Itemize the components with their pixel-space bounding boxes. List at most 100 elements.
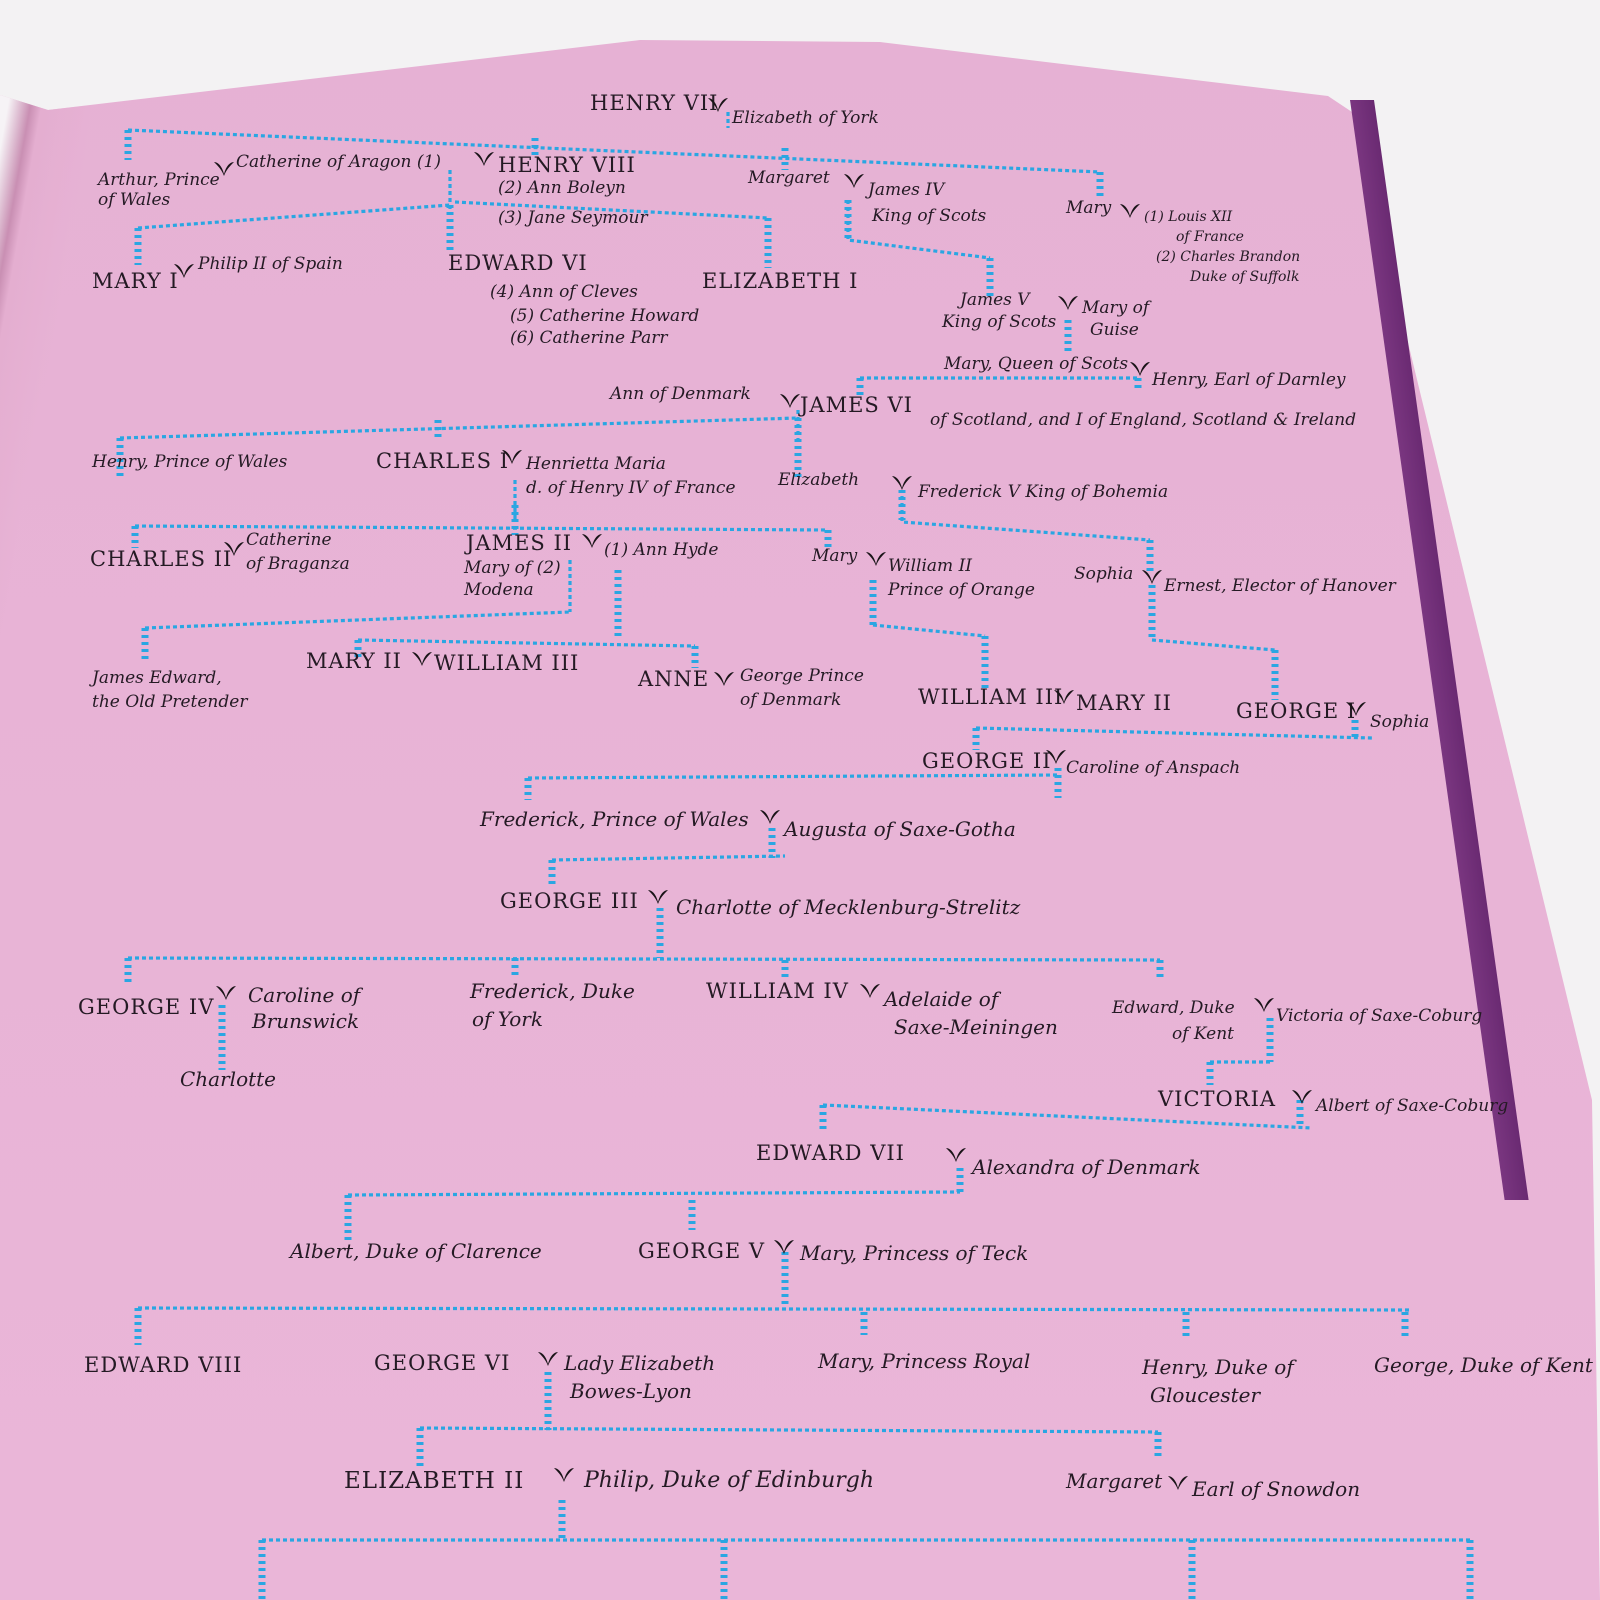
person-george-prince-of-denmark-line2: of Denmark bbox=[740, 690, 842, 710]
person-augusta-of-saxe-gotha: Augusta of Saxe-Gotha bbox=[784, 817, 1016, 841]
person-caroline-of-brunswick-line2: Brunswick bbox=[252, 1009, 360, 1033]
husband-louis-xii-line2: of France bbox=[1176, 229, 1244, 245]
marriage-icon bbox=[860, 984, 880, 998]
person-victoria-of-saxe-coburg: Victoria of Saxe-Coburg bbox=[1276, 1006, 1483, 1026]
marriage-icon bbox=[866, 552, 886, 566]
marriage-icon bbox=[1292, 1090, 1312, 1104]
marriage-icon bbox=[1254, 998, 1274, 1012]
marriage-icon bbox=[1054, 690, 1074, 704]
person-alexandra-of-denmark: Alexandra of Denmark bbox=[972, 1155, 1201, 1179]
person-henry-viii: HENRY VIII bbox=[498, 153, 636, 177]
person-albert-duke-of-clarence: Albert, Duke of Clarence bbox=[290, 1239, 542, 1263]
person-margaret-tudor: Margaret bbox=[748, 168, 830, 188]
wife-mary-of-modena-line2: Modena bbox=[464, 580, 534, 600]
wife-ann-of-cleves: (4) Ann of Cleves bbox=[490, 282, 638, 302]
marriage-icon bbox=[946, 1148, 966, 1162]
person-mary-orange: Mary bbox=[812, 546, 858, 566]
person-catherine-of-aragon: Catherine of Aragon (1) bbox=[236, 152, 441, 172]
marriage-icon bbox=[714, 672, 734, 686]
marriage-icon bbox=[174, 264, 194, 278]
wife-jane-seymour: (3) Jane Seymour bbox=[498, 208, 648, 228]
person-ann-of-denmark: Ann of Denmark bbox=[610, 384, 751, 404]
marriage-icon bbox=[708, 98, 728, 112]
person-elizabeth-i: ELIZABETH I bbox=[702, 269, 859, 293]
person-earl-of-snowdon: Earl of Snowdon bbox=[1192, 1477, 1361, 1501]
person-edward-duke-of-kent: Edward, Duke bbox=[1112, 998, 1235, 1018]
person-henrietta-maria: Henrietta Maria bbox=[526, 454, 666, 474]
person-princess-charlotte: Charlotte bbox=[180, 1067, 277, 1091]
person-james-iv-line2: King of Scots bbox=[872, 206, 987, 226]
person-edward-duke-of-kent-line2: of Kent bbox=[1172, 1024, 1235, 1044]
husband-charles-brandon: (2) Charles Brandon bbox=[1156, 249, 1301, 265]
wife-ann-hyde: (1) Ann Hyde bbox=[604, 540, 719, 560]
person-ernest-hanover: Ernest, Elector of Hanover bbox=[1164, 576, 1396, 596]
person-edward-viii: EDWARD VIII bbox=[84, 1353, 243, 1377]
person-anne: ANNE bbox=[638, 667, 710, 691]
person-mary-of-guise-line2: Guise bbox=[1090, 320, 1139, 340]
marriage-icon bbox=[1046, 750, 1066, 764]
person-mary-of-teck: Mary, Princess of Teck bbox=[800, 1241, 1029, 1265]
person-albert-of-saxe-coburg: Albert of Saxe-Coburg bbox=[1316, 1096, 1509, 1116]
person-catherine-of-braganza-line2: of Braganza bbox=[246, 554, 350, 574]
person-charlotte-of-mecklenburg: Charlotte of Mecklenburg-Strelitz bbox=[676, 895, 1021, 919]
marriage-icon bbox=[474, 152, 494, 166]
wife-ann-boleyn: (2) Ann Boleyn bbox=[498, 178, 626, 198]
person-william-ii-line2: Prince of Orange bbox=[888, 580, 1035, 600]
person-frederick-prince-of-wales: Frederick, Prince of Wales bbox=[480, 807, 749, 831]
marriage-icon bbox=[216, 986, 236, 1000]
marriage-icon bbox=[224, 542, 244, 556]
wife-catherine-howard: (5) Catherine Howard bbox=[510, 306, 700, 326]
marriage-icon bbox=[774, 1240, 794, 1254]
connector-lines bbox=[116, 112, 1474, 1600]
person-henry-vii: HENRY VII bbox=[590, 91, 719, 115]
person-james-vi: JAMES VI bbox=[800, 393, 913, 417]
person-william-iv: WILLIAM IV bbox=[706, 979, 849, 1003]
person-princess-margaret: Margaret bbox=[1066, 1469, 1163, 1493]
person-james-ii: JAMES II bbox=[466, 531, 573, 555]
person-arthur-line2: of Wales bbox=[98, 190, 171, 210]
marriage-icon bbox=[1142, 570, 1162, 584]
person-mary-i: MARY I bbox=[92, 269, 179, 293]
person-mary-princess-royal: Mary, Princess Royal bbox=[818, 1349, 1031, 1373]
person-george-iv: GEORGE IV bbox=[78, 995, 215, 1019]
person-edward-vii: EDWARD VII bbox=[756, 1141, 905, 1165]
marriage-icon bbox=[780, 394, 800, 408]
person-arthur: Arthur, Prince bbox=[98, 170, 220, 190]
person-charles-ii: CHARLES II bbox=[90, 547, 233, 571]
person-george-duke-of-kent: George, Duke of Kent bbox=[1374, 1353, 1593, 1377]
marriage-icon bbox=[1346, 702, 1366, 716]
husband-louis-xii: (1) Louis XII bbox=[1144, 209, 1233, 225]
person-william-iii-orange: WILLIAM III bbox=[918, 685, 1064, 709]
wife-mary-of-modena: Mary of (2) bbox=[464, 558, 561, 578]
person-philip-duke-of-edinburgh: Philip, Duke of Edinburgh bbox=[584, 1468, 875, 1493]
person-george-i: GEORGE I bbox=[1236, 699, 1357, 723]
person-james-v: James V bbox=[960, 290, 1030, 310]
marriage-icon bbox=[1058, 296, 1078, 310]
person-victoria: VICTORIA bbox=[1158, 1087, 1277, 1111]
person-frederick-duke-of-york: Frederick, Duke bbox=[470, 979, 635, 1003]
person-william-iii: WILLIAM III bbox=[434, 651, 580, 675]
wife-catherine-parr: (6) Catherine Parr bbox=[510, 328, 668, 348]
person-george-prince-of-denmark: George Prince bbox=[740, 666, 864, 686]
person-caroline-of-anspach: Caroline of Anspach bbox=[1066, 758, 1241, 778]
person-sophia-hanover: Sophia bbox=[1074, 564, 1134, 584]
person-henry-duke-of-gloucester: Henry, Duke of bbox=[1142, 1355, 1294, 1379]
person-james-iv: James IV bbox=[868, 180, 945, 200]
person-william-ii: William II bbox=[888, 556, 973, 576]
person-lady-elizabeth-bowes-lyon-line2: Bowes-Lyon bbox=[570, 1379, 692, 1403]
person-mary-ii: MARY II bbox=[306, 649, 402, 673]
husband-charles-brandon-line2: Duke of Suffolk bbox=[1190, 269, 1300, 285]
marriage-icon bbox=[502, 450, 522, 464]
person-elizabeth-stuart: Elizabeth bbox=[778, 470, 860, 490]
person-edward-vi: EDWARD VI bbox=[448, 251, 588, 275]
person-frederick-duke-of-york-line2: of York bbox=[472, 1007, 543, 1031]
person-george-v: GEORGE V bbox=[638, 1239, 766, 1263]
person-james-edward: James Edward, bbox=[92, 668, 222, 688]
person-adelaide-line2: Saxe-Meiningen bbox=[894, 1015, 1058, 1039]
marriage-icon bbox=[412, 652, 432, 666]
marriage-icon bbox=[1168, 1476, 1188, 1490]
person-mary-of-guise: Mary of bbox=[1082, 298, 1150, 318]
person-george-ii: GEORGE II bbox=[922, 749, 1052, 773]
marriage-icon bbox=[582, 534, 602, 548]
